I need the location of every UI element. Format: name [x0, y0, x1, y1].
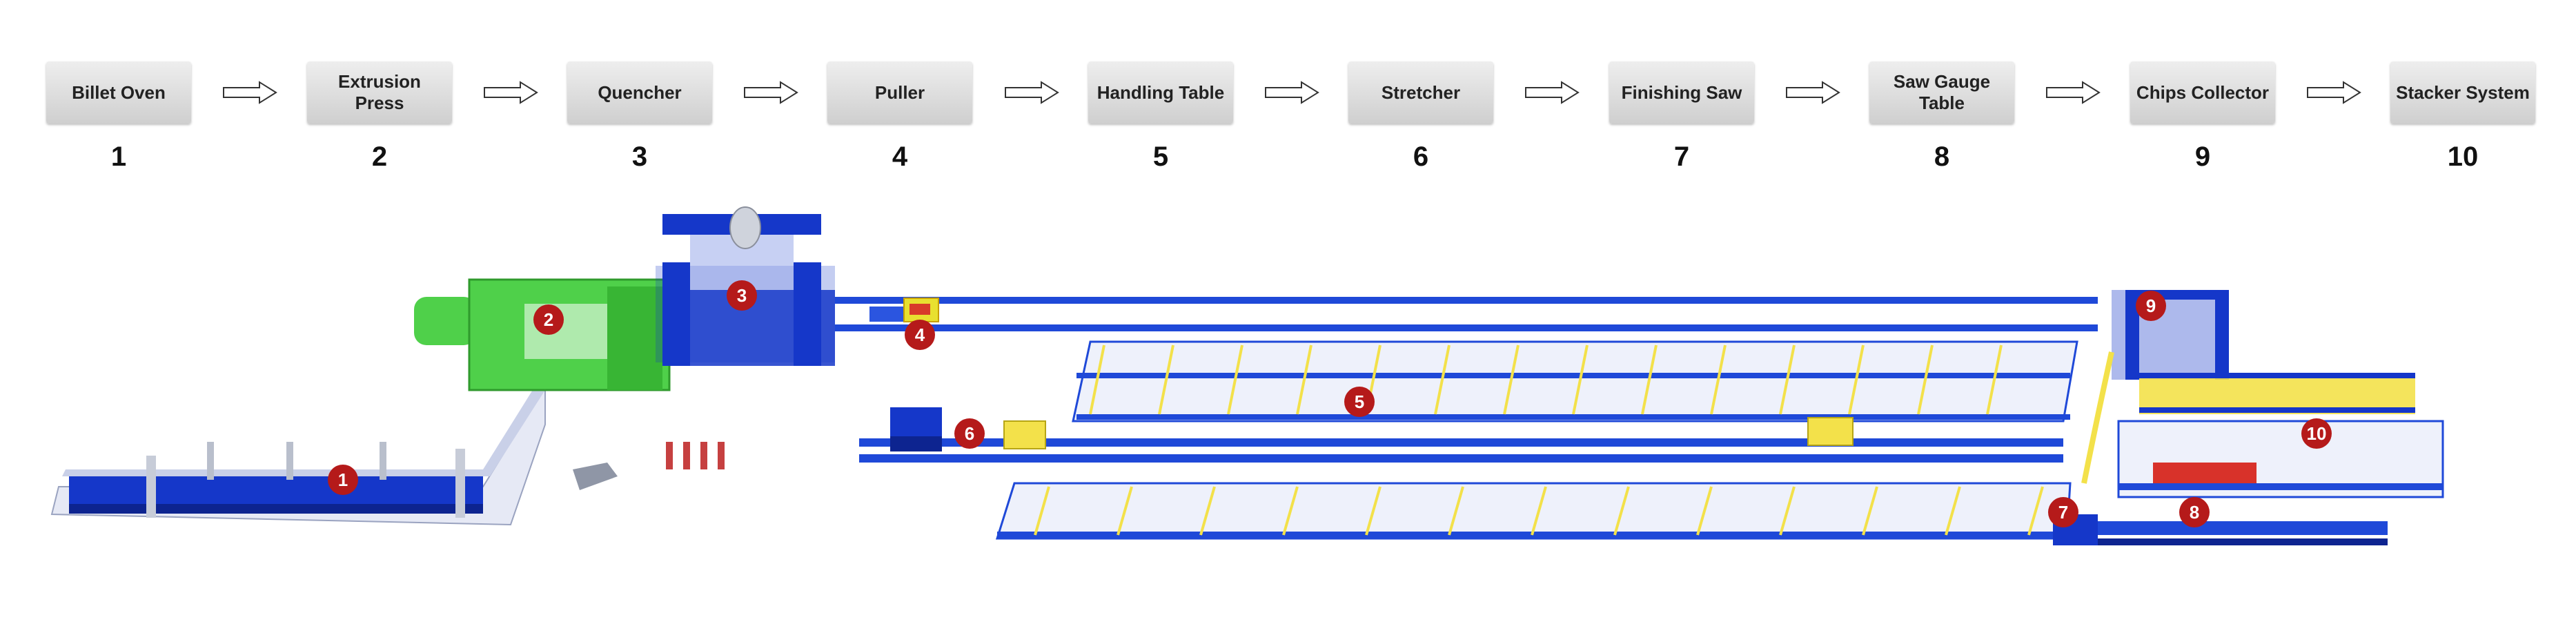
stretcher-line [859, 438, 2063, 463]
marker-7: 7 [2048, 497, 2078, 527]
svg-text:9: 9 [2146, 295, 2156, 316]
svg-text:6: 6 [965, 423, 974, 444]
step-number: 8 [1934, 142, 1950, 172]
stretcher-tail-machine [1807, 417, 1854, 446]
step-number: 6 [1413, 142, 1429, 172]
step-number: 1 [110, 142, 127, 172]
stretcher-head-machine [890, 407, 1046, 451]
puller-machine [903, 298, 939, 322]
billet-parts [573, 442, 725, 490]
marker-8: 8 [2179, 497, 2210, 527]
step-number: 5 [1152, 142, 1169, 172]
step-billet-oven: Billet Oven [46, 61, 191, 124]
svg-text:1: 1 [338, 469, 348, 490]
step-number: 3 [631, 142, 648, 172]
svg-text:3: 3 [737, 285, 747, 306]
step-stretcher: Stretcher [1348, 61, 1493, 124]
right-arrow-icon [484, 81, 538, 104]
extrusion-plant-layout: 1 2 3 4 5 6 7 8 9 10 [50, 206, 2444, 545]
right-arrow-icon [744, 81, 798, 104]
step-quencher: Quencher [567, 61, 712, 124]
step-number: 2 [371, 142, 388, 172]
chips-collector-machine [2081, 290, 2229, 484]
handling-table-lower [995, 482, 2072, 540]
step-finishing-saw: Finishing Saw [1609, 61, 1754, 124]
svg-text:7: 7 [2058, 502, 2068, 523]
marker-2: 2 [533, 304, 564, 335]
right-arrow-icon [1786, 81, 1840, 104]
marker-4: 4 [905, 320, 935, 350]
step-number: 10 [2447, 142, 2479, 172]
step-stacker-system: Stacker System [2390, 61, 2535, 124]
step-extrusion-press: Extrusion Press [307, 61, 452, 124]
step-puller: Puller [827, 61, 972, 124]
billet-oven-machine [50, 384, 546, 526]
right-arrow-icon [2307, 81, 2361, 104]
marker-3: 3 [727, 280, 757, 311]
right-arrow-icon [1525, 81, 1580, 104]
right-arrow-icon [2046, 81, 2101, 104]
saw-gauge-table-machine [2098, 521, 2388, 545]
marker-10: 10 [2301, 418, 2332, 449]
step-number: 4 [892, 142, 908, 172]
svg-text:4: 4 [915, 324, 925, 345]
right-arrow-icon [223, 81, 277, 104]
runout-conveyor [835, 297, 2098, 331]
step-handling-table: Handling Table [1088, 61, 1233, 124]
marker-9: 9 [2136, 291, 2166, 321]
step-number: 7 [1673, 142, 1690, 172]
step-saw-gauge-table: Saw Gauge Table [1869, 61, 2014, 124]
handling-table-upper [1072, 340, 2078, 422]
step-number: 9 [2194, 142, 2211, 172]
step-chips-collector: Chips Collector [2130, 61, 2275, 124]
marker-1: 1 [328, 465, 358, 495]
svg-text:5: 5 [1355, 391, 1364, 412]
svg-text:8: 8 [2190, 502, 2199, 523]
process-flow: Billet Oven Extrusion Press Quencher Pul… [0, 0, 2576, 186]
right-arrow-icon [1005, 81, 1059, 104]
marker-5: 5 [1344, 387, 1375, 417]
right-arrow-icon [1265, 81, 1319, 104]
svg-text:2: 2 [544, 309, 553, 330]
svg-text:10: 10 [2307, 423, 2327, 444]
extrusion-press-machine [414, 278, 671, 391]
marker-6: 6 [954, 418, 985, 449]
stacker-system-machine [2117, 373, 2444, 498]
